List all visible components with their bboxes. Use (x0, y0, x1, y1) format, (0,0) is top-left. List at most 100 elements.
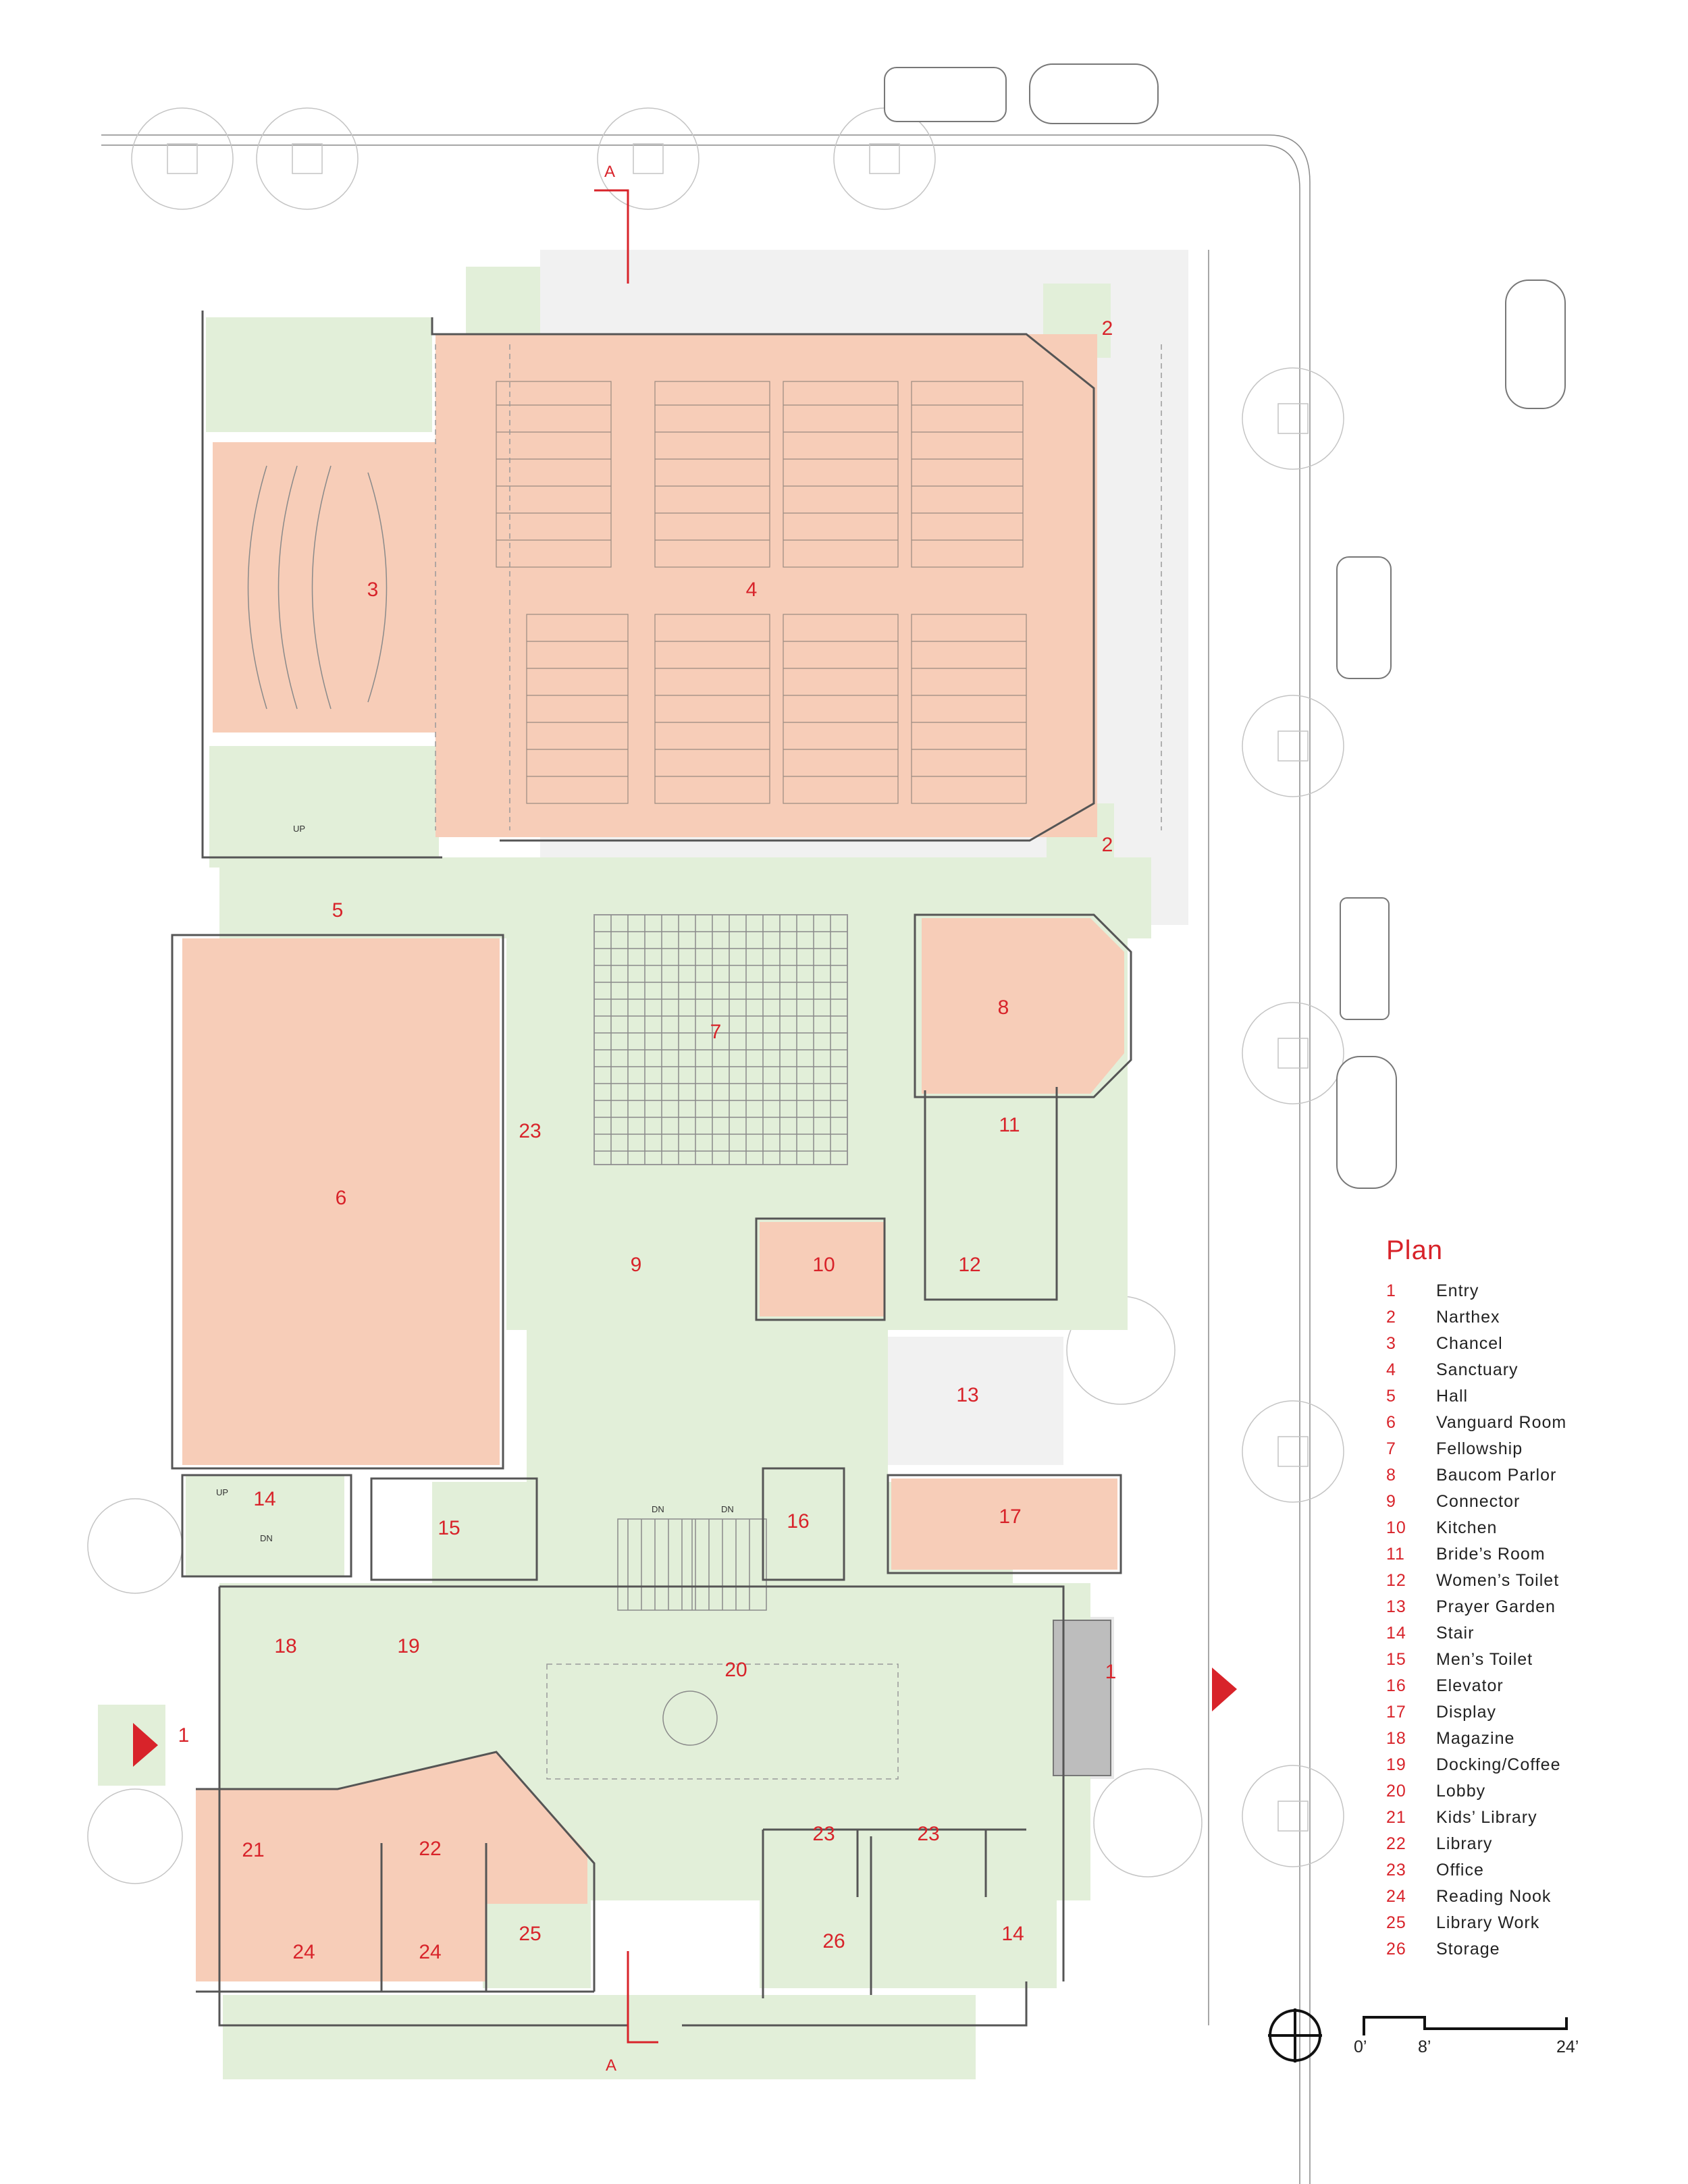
stair-marks: UP UP DN DN DN (216, 824, 734, 1543)
tree-icon (256, 107, 359, 210)
legend-item-name: Storage (1436, 1940, 1500, 1959)
stair-down-mark: DN (260, 1533, 273, 1543)
room-number-label: 23 (812, 1823, 835, 1845)
parlor-area (922, 918, 1124, 1094)
legend-item-number: 14 (1386, 1624, 1406, 1643)
legend-item-number: 1 (1386, 1281, 1396, 1300)
scale-label-mid: 8’ (1418, 2037, 1431, 2056)
sanctuary-pews (435, 344, 1162, 830)
legend-item-name: Kids’ Library (1436, 1808, 1537, 1827)
legend-item-number: 20 (1386, 1782, 1406, 1801)
tree-icon (1242, 367, 1344, 470)
north-arrow-icon (1268, 2008, 1322, 2062)
tree-icon (597, 107, 700, 210)
legend-item-name: Entry (1436, 1281, 1479, 1300)
tree-icon (1242, 1765, 1344, 1867)
room-number-label: 9 (631, 1254, 642, 1276)
legend-item-name: Lobby (1436, 1782, 1486, 1801)
legend-item-name: Elevator (1436, 1676, 1504, 1695)
scale-bar: 0’ 8’ 24’ (1280, 1998, 1597, 2073)
legend-item-number: 25 (1386, 1913, 1406, 1932)
legend-item-number: 4 (1386, 1360, 1396, 1379)
section-cut-top: A (594, 163, 629, 284)
legend-item: 17 Display (1386, 1699, 1670, 1726)
legend-item: 16 Elevator (1386, 1673, 1670, 1699)
room-number-label: 7 (710, 1021, 722, 1043)
legend-item-number: 2 (1386, 1308, 1396, 1327)
tree-icon (87, 1498, 183, 1594)
car-icon (1336, 1056, 1397, 1189)
tree-icon (1242, 695, 1344, 797)
legend-item-name: Magazine (1436, 1729, 1515, 1748)
legend-item-name: Display (1436, 1703, 1496, 1722)
legend-item-name: Prayer Garden (1436, 1597, 1556, 1616)
legend-item-number: 12 (1386, 1571, 1406, 1590)
car-icon (884, 67, 1007, 122)
legend-item-name: Men’s Toilet (1436, 1650, 1533, 1669)
legend-item-number: 23 (1386, 1861, 1406, 1880)
legend-item-number: 7 (1386, 1439, 1396, 1458)
room-number-label: 2 (1102, 317, 1113, 340)
room-number-label: 14 (1001, 1923, 1024, 1945)
legend-item-name: Baucom Parlor (1436, 1466, 1557, 1485)
room-number-label: 25 (519, 1923, 541, 1945)
legend-item-number: 16 (1386, 1676, 1406, 1695)
room-number-label: 1 (178, 1724, 190, 1747)
stair-down-mark: DN (721, 1504, 734, 1514)
room-number-label: 20 (724, 1659, 747, 1681)
site-lines (101, 134, 1311, 2184)
legend-item: 24 Reading Nook (1386, 1884, 1670, 1910)
tree-icon (131, 107, 234, 210)
room-number-label: 2 (1102, 834, 1113, 856)
legend-item-name: Bride’s Room (1436, 1545, 1546, 1564)
legend-item-name: Reading Nook (1436, 1887, 1552, 1906)
room-number-label: 24 (292, 1941, 315, 1963)
parked-cars (884, 63, 1566, 1189)
chancel-area (213, 442, 436, 733)
legend-item-name: Office (1436, 1861, 1484, 1880)
tree-icon (1093, 1768, 1203, 1877)
room-number-label: 12 (958, 1254, 980, 1276)
room-number-label: 6 (336, 1187, 347, 1209)
tree-icon (833, 107, 936, 210)
room-number-label: 13 (956, 1384, 978, 1406)
room-number-label: 10 (812, 1254, 835, 1276)
fellowship-grid (594, 914, 848, 1165)
legend-item-number: 17 (1386, 1703, 1406, 1722)
display-area (891, 1479, 1117, 1570)
tree-icon (1242, 1400, 1344, 1503)
legend-item: 11 Bride’s Room (1386, 1541, 1670, 1568)
room-number-label: 4 (746, 579, 758, 601)
entry-arrow-icon (1212, 1668, 1237, 1711)
vanguard-area (182, 938, 500, 1465)
car-icon (1340, 897, 1390, 1020)
legend-item-number: 24 (1386, 1887, 1406, 1906)
room-number-label: 5 (332, 899, 344, 922)
legend-item-number: 21 (1386, 1808, 1406, 1827)
stair-up-mark: UP (293, 824, 305, 834)
legend-item-number: 11 (1386, 1545, 1405, 1564)
legend-item: 25 Library Work (1386, 1910, 1670, 1936)
tree-icon (1242, 1002, 1344, 1104)
legend-item-name: Vanguard Room (1436, 1413, 1567, 1432)
room-number-label: 23 (917, 1823, 939, 1845)
legend-item-name: Stair (1436, 1624, 1475, 1643)
legend-item-number: 9 (1386, 1492, 1396, 1511)
legend-item-number: 13 (1386, 1597, 1406, 1616)
library-area (196, 1752, 587, 1981)
legend-item-name: Library (1436, 1834, 1493, 1853)
legend-item-name: Library Work (1436, 1913, 1540, 1932)
entry-mat (1053, 1620, 1111, 1776)
room-number-label: 19 (397, 1635, 419, 1657)
